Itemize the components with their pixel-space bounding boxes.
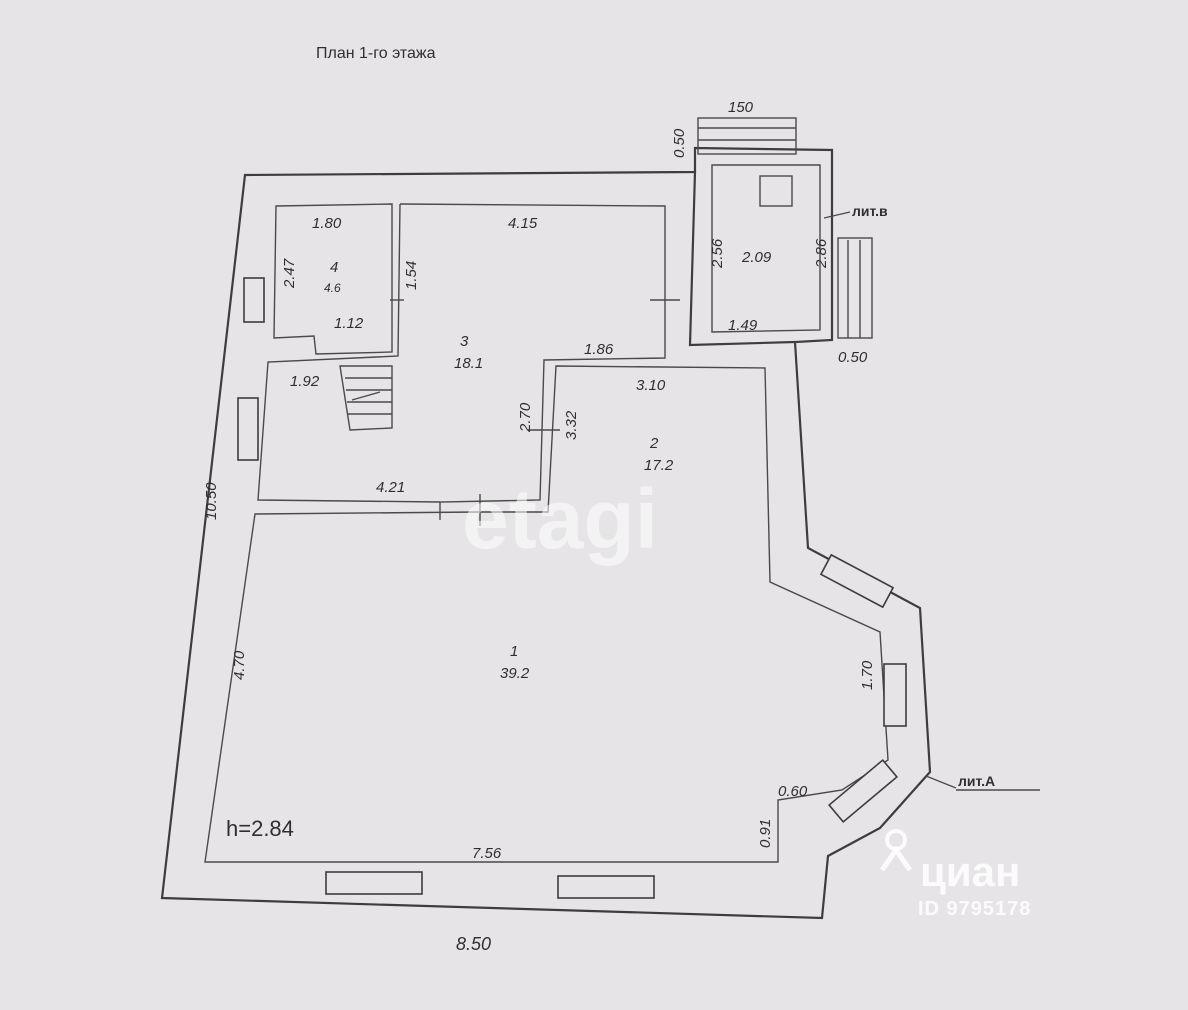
dim-room2-left-a: 2.70 <box>517 402 534 433</box>
windows <box>237 277 907 899</box>
plan-title: План 1-го этажа <box>316 45 436 62</box>
inner-walls <box>204 164 889 863</box>
location-pin-icon <box>879 829 913 872</box>
dim-b: лит.в <box>852 203 888 219</box>
dim-vestibule-area: 2.09 <box>741 249 772 266</box>
room2-area: 17.2 <box>644 457 674 474</box>
dim-room2-width: 3.10 <box>636 377 666 394</box>
dim-vestibule-height: 2.56 <box>709 238 726 269</box>
room2-number: 2 <box>649 435 659 452</box>
door-marks <box>390 299 680 526</box>
dim-hall-bottom: 1.86 <box>584 341 614 358</box>
dim-room4-side: 1.54 <box>403 261 420 290</box>
dim-room2-left-b: 3.32 <box>563 410 580 440</box>
lit-a-label: лит.А <box>925 773 1040 791</box>
dim-cian: циан <box>920 848 1020 895</box>
room4-number: 4 <box>330 259 338 276</box>
dim-vestibule-bottom: 1.49 <box>728 317 758 334</box>
porch-steps-icon <box>697 117 873 339</box>
dim-main-width: 7.56 <box>472 845 502 862</box>
stairs-icon <box>339 365 393 431</box>
dim-room4-height: 2.47 <box>281 258 298 289</box>
cian-watermark: циан ID 9795178 <box>879 829 1031 920</box>
dim-step-width: 0.50 <box>838 349 868 366</box>
dim-stair-width: 1.92 <box>290 373 320 390</box>
room-labels: 4 4.6 3 18.1 2 17.2 1 39.2 <box>324 259 674 682</box>
dim-total-height: 10.50 <box>203 482 220 520</box>
main-number: 1 <box>510 643 518 660</box>
dim-hall-width: 4.15 <box>508 215 538 232</box>
dim-room4-bottom: 1.12 <box>334 315 364 332</box>
dim-hall-lower: 4.21 <box>376 479 405 496</box>
dim-total-width: 8.50 <box>456 934 491 954</box>
dim-vestibule-side: 2.86 <box>813 238 830 269</box>
dim-bay-lower: 0.91 <box>757 819 774 848</box>
hall-area: 18.1 <box>454 355 483 372</box>
ceiling-height: h=2.84 <box>226 816 294 841</box>
dim-main-height: 4.70 <box>231 650 248 680</box>
dim-bay-side: 1.70 <box>859 660 876 690</box>
hall-number: 3 <box>460 333 469 350</box>
dim-bay-bottom: 0.60 <box>778 783 808 800</box>
dim-a: лит.А <box>958 773 995 789</box>
dim-porch-width: 150 <box>728 99 754 116</box>
room4-area: 4.6 <box>324 281 341 295</box>
lit-b-label: лит.в <box>823 203 888 219</box>
dim-cian-id: ID 9795178 <box>918 898 1031 920</box>
etagi-watermark: etagi <box>462 472 658 566</box>
dim-room4-width: 1.80 <box>312 215 342 232</box>
main-area: 39.2 <box>500 665 530 682</box>
dimension-labels: 150 0.50 2.56 2.09 2.86 1.49 0.50 1.80 2… <box>203 99 876 954</box>
dim-porch-depth: 0.50 <box>671 128 688 158</box>
